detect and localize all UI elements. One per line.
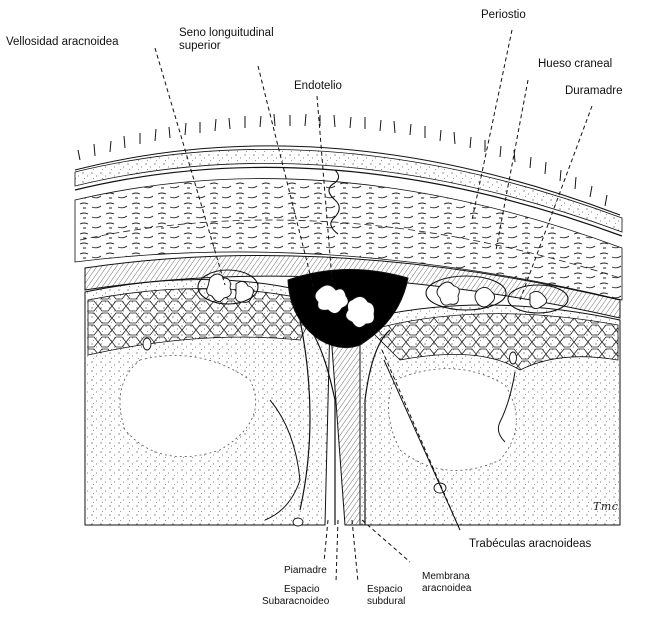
label-seno-line2: superior [179, 40, 221, 52]
label-piamadre: Piamadre [284, 566, 327, 577]
label-hueso-craneal: Hueso craneal [538, 58, 612, 70]
label-duramadre: Duramadre [565, 85, 623, 97]
label-seno-line1: Seno longuitudinal [179, 27, 274, 39]
artist-signature: Tmc [593, 500, 618, 513]
label-espacio-sub-1: Espacio [284, 585, 320, 596]
label-espacio-subdural-2: subdural [367, 597, 405, 608]
label-trabeculas: Trabéculas aracnoideas [469, 538, 591, 550]
label-espacio-subdural-1: Espacio [367, 585, 403, 596]
label-espacio-sub-2: Subaracnoideo [262, 597, 329, 608]
label-endotelio: Endotelio [294, 80, 342, 92]
label-vellosidad-aracnoidea: Vellosidad aracnoidea [6, 36, 119, 48]
label-membrana-1: Membrana [422, 572, 470, 583]
label-periostio: Periostio [481, 9, 526, 21]
label-membrana-2: aracnoidea [422, 584, 471, 595]
